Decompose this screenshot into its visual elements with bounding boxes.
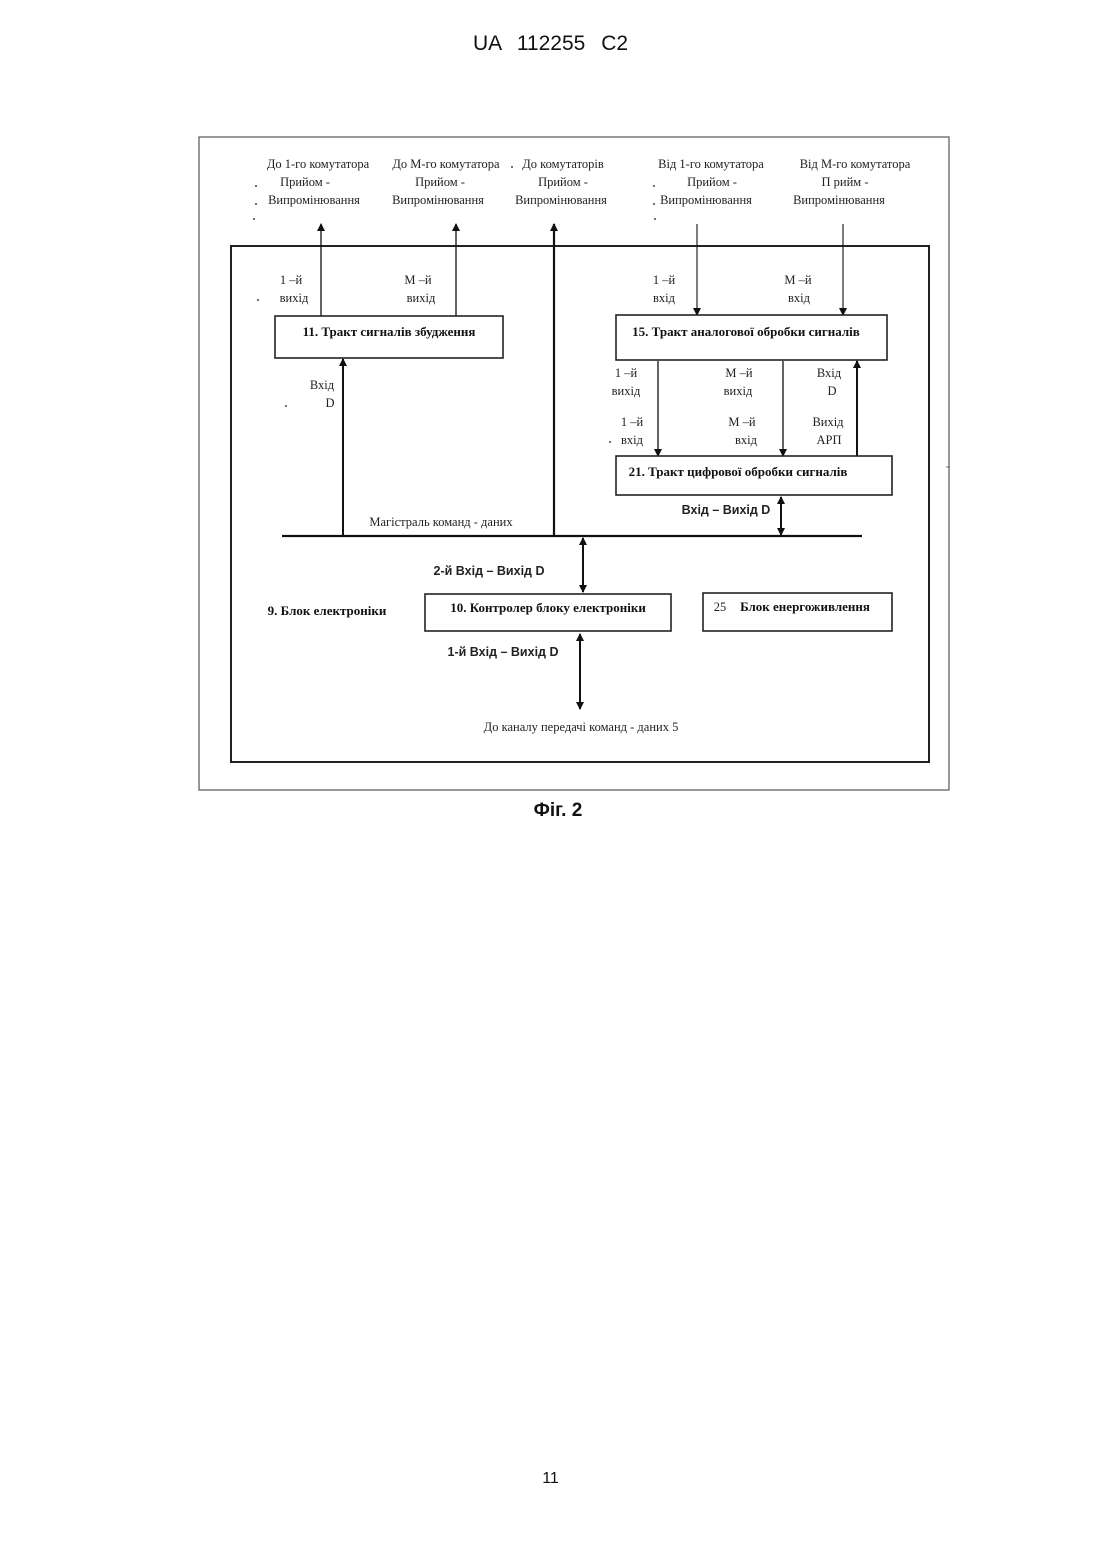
scan-dots bbox=[253, 166, 656, 443]
svg-text:вихід: вихід bbox=[724, 384, 753, 398]
svg-text:вихід: вихід bbox=[407, 291, 436, 305]
page-number: 11 bbox=[0, 1470, 1101, 1488]
block-21-label: 21. Тракт цифрової обробки сигналів bbox=[629, 464, 848, 479]
svg-text:Від М-го комутатора: Від М-го комутатора bbox=[800, 157, 911, 171]
svg-text:вхід: вхід bbox=[653, 291, 676, 305]
svg-text:М –й: М –й bbox=[404, 273, 431, 287]
svg-text:Вхід: Вхід bbox=[310, 378, 335, 392]
svg-text:АРП: АРП bbox=[816, 433, 841, 447]
label-to-m-switch: До М-го комутатора Прийом - Випромінюван… bbox=[392, 157, 500, 207]
port-11-out1: 1 –й вихід bbox=[280, 273, 309, 305]
block-10-label: 10. Контролер блоку електроніки bbox=[450, 600, 646, 615]
svg-text:D: D bbox=[325, 396, 334, 410]
svg-text:Прийом -: Прийом - bbox=[687, 175, 737, 189]
bus-label: Магістраль команд - даних bbox=[369, 515, 513, 529]
svg-text:Вхід: Вхід bbox=[817, 366, 842, 380]
block-15-label: 15. Тракт аналогової обробки сигналів bbox=[632, 324, 860, 339]
svg-text:М –й: М –й bbox=[725, 366, 752, 380]
svg-text:Від 1-го комутатора: Від 1-го комутатора bbox=[658, 157, 764, 171]
svg-text:1 –й: 1 –й bbox=[621, 415, 644, 429]
svg-text:М –й: М –й bbox=[784, 273, 811, 287]
block-9-label: 9. Блок електроніки bbox=[268, 603, 387, 618]
block-25-label: Блок енергоживлення bbox=[740, 599, 870, 614]
port-15-in-d: Вхід D bbox=[817, 366, 842, 398]
svg-text:П рийм -: П рийм - bbox=[822, 175, 869, 189]
port-21-inm: М –й вхід bbox=[728, 415, 757, 447]
label-from-first-switch: Від 1-го комутатора Прийом - Випромінюва… bbox=[658, 157, 764, 207]
label-to-first-switch: До 1-го комутатора Прийом - Випромінюван… bbox=[267, 157, 370, 207]
svg-text:До М-го комутатора: До М-го комутатора bbox=[392, 157, 500, 171]
port-10-io2: 2-й Вхід – Вихід D bbox=[434, 564, 545, 578]
channel-label: До каналу передачі команд - даних 5 bbox=[484, 720, 679, 734]
port-11-in-d: Вхід D bbox=[310, 378, 335, 410]
svg-text:1 –й: 1 –й bbox=[280, 273, 303, 287]
port-15-inm: М –й вхід bbox=[784, 273, 811, 305]
label-from-m-switch: Від М-го комутатора П рийм - Випромінюва… bbox=[793, 157, 911, 207]
svg-text:До комутаторів: До комутаторів bbox=[522, 157, 604, 171]
svg-text:Прийом -: Прийом - bbox=[538, 175, 588, 189]
svg-text:вихід: вихід bbox=[280, 291, 309, 305]
svg-text:Випромінювання: Випромінювання bbox=[392, 193, 484, 207]
svg-text:вхід: вхід bbox=[735, 433, 758, 447]
svg-text:Випромінювання: Випромінювання bbox=[793, 193, 885, 207]
figure-caption: Фіг. 2 bbox=[0, 800, 1101, 822]
label-to-switches: До комутаторів Прийом - Випромінювання bbox=[515, 157, 607, 207]
port-21-io: Вхід – Вихід D bbox=[682, 503, 771, 517]
port-21-in1: 1 –й вхід bbox=[621, 415, 644, 447]
port-15-out1: 1 –й вихід bbox=[612, 366, 641, 398]
port-10-io1: 1-й Вхід – Вихід D bbox=[448, 645, 559, 659]
port-21-arp: Вихід АРП bbox=[812, 415, 844, 447]
port-15-outm: М –й вихід bbox=[724, 366, 753, 398]
svg-text:Випромінювання: Випромінювання bbox=[515, 193, 607, 207]
svg-text:Випромінювання: Випромінювання bbox=[660, 193, 752, 207]
port-11-outm: М –й вихід bbox=[404, 273, 436, 305]
svg-text:Прийом -: Прийом - bbox=[280, 175, 330, 189]
svg-text:1 –й: 1 –й bbox=[615, 366, 638, 380]
block-25-number: 25 bbox=[714, 600, 727, 614]
svg-text:1 –й: 1 –й bbox=[653, 273, 676, 287]
svg-text:D: D bbox=[827, 384, 836, 398]
svg-text:До 1-го комутатора: До 1-го комутатора bbox=[267, 157, 370, 171]
port-15-in1: 1 –й вхід bbox=[653, 273, 676, 305]
svg-text:вхід: вхід bbox=[788, 291, 811, 305]
block-11-label: 11. Тракт сигналів збудження bbox=[303, 324, 476, 339]
svg-text:вихід: вихід bbox=[612, 384, 641, 398]
svg-text:Випромінювання: Випромінювання bbox=[268, 193, 360, 207]
svg-text:вхід: вхід bbox=[621, 433, 644, 447]
svg-text:Вихід: Вихід bbox=[812, 415, 844, 429]
svg-text:Прийом -: Прийом - bbox=[415, 175, 465, 189]
svg-text:М –й: М –й bbox=[728, 415, 755, 429]
